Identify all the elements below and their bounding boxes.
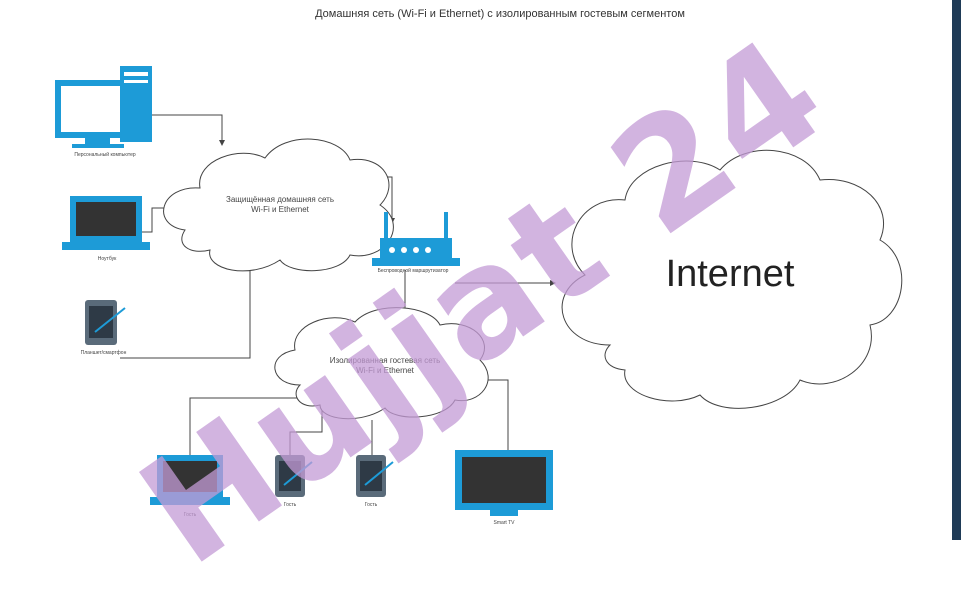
link-desktop-home [152, 114, 223, 140]
tablet-label: Планшет/смартфон [80, 350, 127, 356]
home-cloud-line2: Wi-Fi и Ethernet [251, 205, 309, 214]
internet-label: Internet [665, 253, 795, 295]
guest-cloud-line1: Изолированная гостевая сеть [329, 356, 441, 365]
smart-tv-icon [455, 450, 553, 516]
guest-laptop-label: Гость [183, 512, 197, 518]
guest-cloud-line2: Wi-Fi и Ethernet [356, 366, 414, 375]
guest-laptop-icon [150, 455, 230, 505]
link-tablet-home [120, 262, 251, 359]
home-cloud-line1: Защищённая домашняя сеть [225, 195, 334, 204]
smart-tv-label: Smart TV [493, 520, 515, 526]
guest-cloud-text: Изолированная гостевая сеть Wi-Fi и Ethe… [285, 356, 485, 376]
router-icon [372, 212, 460, 266]
guest-phone-label: Гость [364, 502, 378, 508]
guest-phone-icon [356, 455, 394, 497]
home-cloud-text: Защищённая домашняя сеть Wi-Fi и Etherne… [180, 195, 380, 215]
guest-network-cloud [274, 307, 489, 420]
desktop-computer-icon [55, 66, 152, 148]
laptop-label: Ноутбук [97, 256, 117, 262]
guest-phone-label: Гость [283, 502, 297, 508]
link-tv-guest [488, 379, 509, 450]
link-phone1-guest [289, 410, 323, 455]
network-diagram [55, 66, 903, 516]
home-network-cloud [163, 138, 394, 272]
link-guestlaptop-guest [189, 397, 300, 455]
laptop-icon [62, 196, 150, 250]
tablet-icon [85, 300, 126, 345]
router-label: Беспроводной маршрутизатор [377, 268, 449, 274]
diagram-title: Домашняя сеть (Wi-Fi и Ethernet) с изоли… [315, 8, 685, 20]
guest-phone-icon [275, 455, 313, 497]
internet-cloud [561, 149, 903, 409]
connection-lines [120, 114, 550, 455]
desktop-label: Персональный компьютер [74, 152, 136, 158]
right-edge-bar [952, 0, 961, 540]
